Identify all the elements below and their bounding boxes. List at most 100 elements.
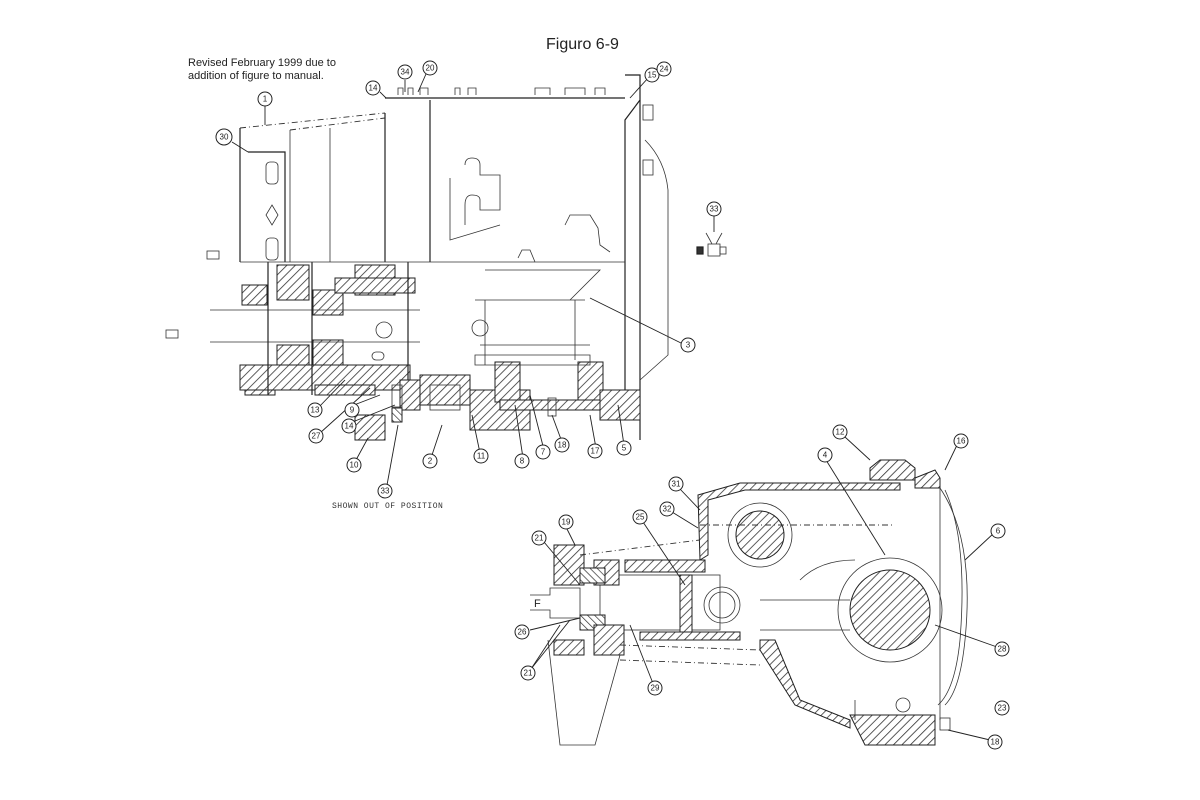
svg-text:1: 1	[263, 95, 268, 104]
svg-text:34: 34	[401, 68, 410, 77]
svg-text:19: 19	[562, 518, 571, 527]
lower-leader-lines	[529, 436, 998, 741]
section-marker-e	[206, 250, 220, 260]
end-cover-6	[939, 487, 968, 706]
callout-9: 9	[344, 402, 360, 418]
callout-18-lower: 18	[987, 734, 1003, 750]
revision-note: Revised February 1999 due to addition of…	[188, 57, 336, 83]
svg-text:21: 21	[524, 669, 533, 678]
callout-3: 3	[680, 337, 696, 353]
fill-plug	[869, 459, 916, 481]
revision-note-line-2: addition of figure to manual.	[188, 70, 324, 82]
callout-5: 5	[616, 440, 632, 456]
callout-31: 31	[668, 476, 684, 492]
callout-33: 33	[377, 483, 393, 499]
svg-text:10: 10	[350, 461, 359, 470]
callout-15: 15	[644, 67, 660, 83]
svg-text:17: 17	[591, 447, 600, 456]
input-shaft-section	[210, 261, 625, 396]
svg-text:4: 4	[823, 451, 828, 460]
svg-text:8: 8	[520, 457, 525, 466]
svg-text:33: 33	[381, 487, 390, 496]
upper-assembly-view: 1 30 14 34 20 15 24 33 3 13 27 9 14 10 2…	[165, 60, 727, 499]
svg-text:9: 9	[350, 406, 355, 415]
svg-text:15: 15	[648, 71, 657, 80]
callout-24: 24	[656, 61, 672, 77]
upper-bearing	[727, 502, 793, 568]
callout-1: 1	[257, 91, 273, 107]
svg-text:24: 24	[660, 65, 669, 74]
svg-text:2: 2	[428, 457, 433, 466]
callout-12: 12	[832, 424, 848, 440]
callout-6: 6	[990, 523, 1006, 539]
svg-text:14: 14	[369, 84, 378, 93]
grease-fitting-part	[696, 232, 727, 257]
view-letter-f-lower: F	[534, 598, 541, 610]
output-bearing	[837, 557, 943, 663]
callout-14-top: 14	[365, 80, 381, 96]
callout-30: 30	[215, 128, 233, 146]
callout-14: 14	[341, 418, 357, 434]
callout-34: 34	[397, 64, 413, 80]
svg-text:6: 6	[996, 527, 1001, 536]
svg-text:32: 32	[663, 505, 672, 514]
svg-text:16: 16	[957, 437, 966, 446]
callout-13: 13	[307, 402, 323, 418]
svg-text:5: 5	[622, 444, 627, 453]
figure-title: Figuro 6-9	[546, 36, 619, 53]
svg-text:21: 21	[535, 534, 544, 543]
callout-23: 23	[994, 700, 1010, 716]
callout-28: 28	[994, 641, 1010, 657]
lower-assembly-view: 31 32 25 19 21 26 21 29 12 4 16 6 28 23 …	[514, 424, 1010, 750]
svg-text:26: 26	[518, 628, 527, 637]
housing-outline	[239, 74, 669, 440]
svg-text:23: 23	[998, 704, 1007, 713]
callout-33-fitting: 33	[706, 201, 722, 217]
lower-housing-wall	[697, 482, 901, 561]
callout-20: 20	[422, 60, 438, 76]
svg-text:14: 14	[345, 422, 354, 431]
section-marker-f	[165, 329, 179, 339]
svg-text:28: 28	[998, 645, 1007, 654]
svg-text:20: 20	[426, 64, 435, 73]
svg-text:31: 31	[672, 480, 681, 489]
callout-16: 16	[953, 433, 969, 449]
svg-text:33: 33	[710, 205, 719, 214]
callout-17: 17	[587, 443, 603, 459]
callout-7: 7	[535, 444, 551, 460]
gear-train-section	[354, 269, 641, 441]
flange-16	[914, 469, 941, 489]
svg-text:27: 27	[312, 432, 321, 441]
callout-4: 4	[817, 447, 833, 463]
shown-out-of-position-caption: SHOWN OUT OF POSITION	[332, 502, 444, 511]
callout-19: 19	[558, 514, 574, 530]
callout-21: 21	[520, 665, 536, 681]
upper-leader-lines	[231, 73, 715, 486]
callout-18: 18	[554, 437, 570, 453]
svg-text:25: 25	[636, 513, 645, 522]
svg-text:12: 12	[836, 428, 845, 437]
callout-32: 32	[659, 501, 675, 517]
callout-10: 10	[346, 457, 362, 473]
output-shaft-28	[849, 569, 931, 651]
revision-note-line-1: Revised February 1999 due to	[188, 57, 336, 69]
callout-11: 11	[473, 448, 489, 464]
callout-8: 8	[514, 453, 530, 469]
callout-27: 27	[308, 428, 324, 444]
seal-housing-21	[553, 544, 585, 586]
callout-2: 2	[422, 453, 438, 469]
callout-21-top: 21	[531, 530, 547, 546]
svg-text:30: 30	[220, 133, 229, 142]
worm-shaft	[599, 574, 721, 631]
svg-text:3: 3	[686, 341, 691, 350]
svg-text:18: 18	[558, 441, 567, 450]
callout-29: 29	[647, 680, 663, 696]
svg-text:29: 29	[651, 684, 660, 693]
svg-text:18: 18	[991, 738, 1000, 747]
svg-text:7: 7	[541, 448, 546, 457]
svg-text:13: 13	[311, 406, 320, 415]
callout-26: 26	[514, 624, 530, 640]
svg-text:11: 11	[477, 452, 486, 461]
callout-25: 25	[632, 509, 648, 525]
